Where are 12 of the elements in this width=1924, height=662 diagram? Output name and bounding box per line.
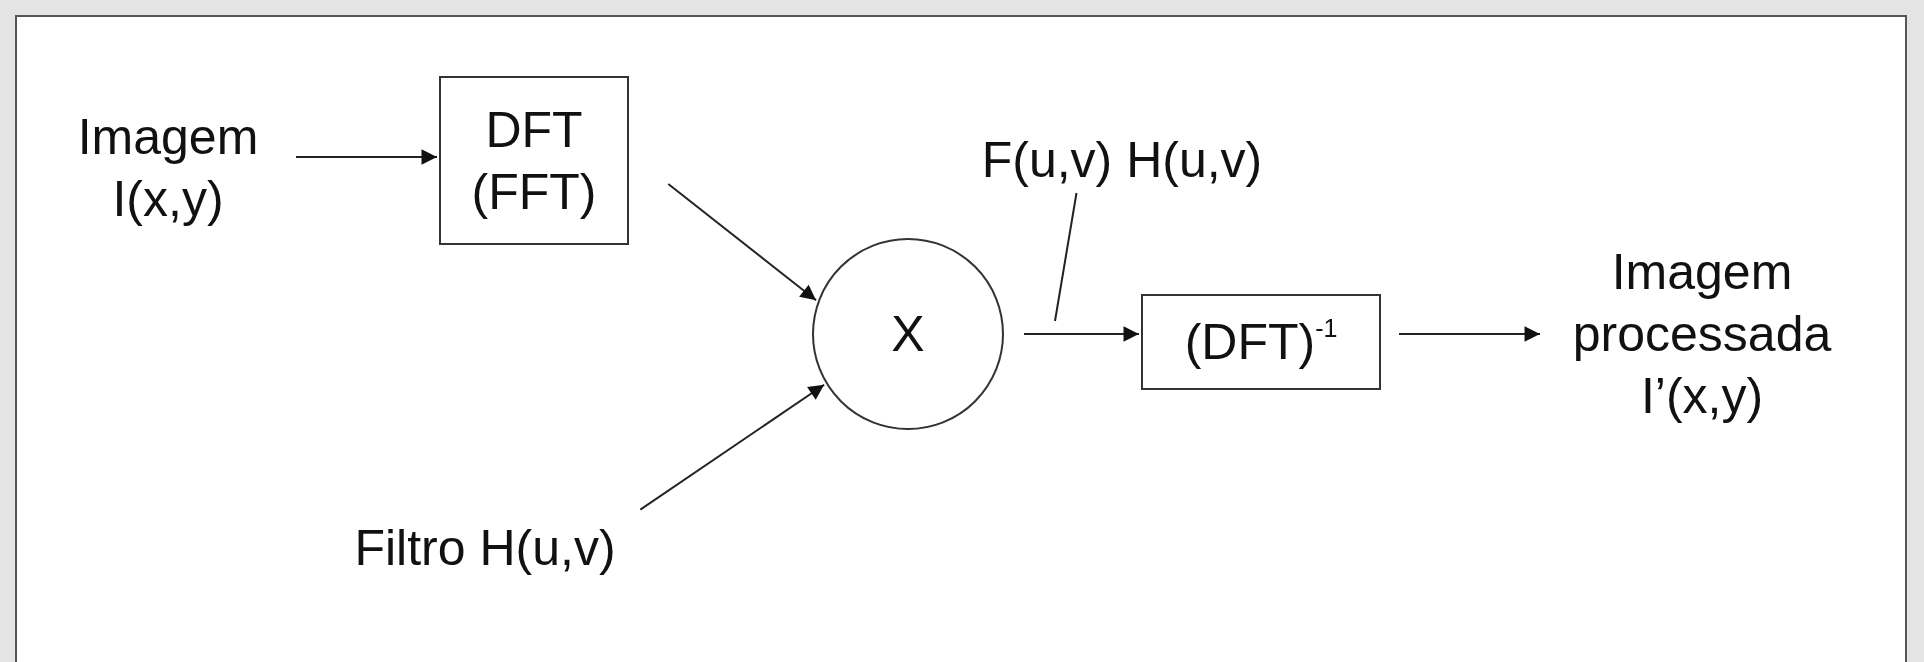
leader-line [1054,191,1078,322]
arrow [1398,326,1541,342]
input-label: Imagem I(x,y) [58,106,278,230]
signal-label: F(u,v) H(u,v) [981,129,1263,191]
process-box: (DFT)$^{-1}$ [1141,294,1381,390]
arrow [295,149,438,165]
arrow [667,183,818,302]
process-box: DFT (FFT) [439,76,629,245]
arrow [1023,326,1140,342]
arrow [639,383,826,511]
filter-label: Filtro H(u,v) [354,517,616,579]
output-label: Imagem processada I’(x,y) [1542,241,1862,427]
